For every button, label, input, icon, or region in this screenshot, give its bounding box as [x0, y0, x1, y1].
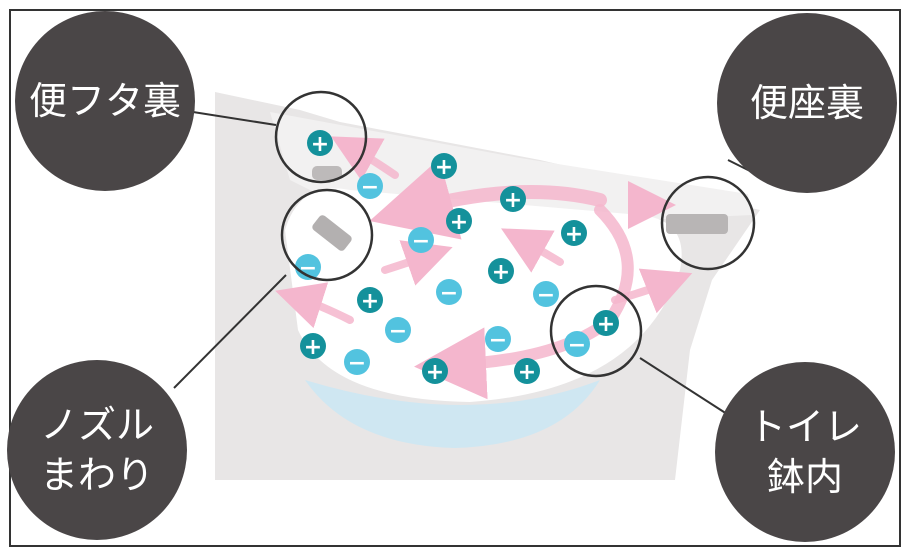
label-bowl-inside: トイレ 鉢内 — [715, 362, 895, 542]
svg-text:+: + — [450, 210, 468, 235]
airflow-arrow-nozzle — [275, 282, 354, 329]
svg-text:−: − — [440, 281, 458, 306]
nozzle — [312, 215, 352, 251]
svg-text:+: + — [304, 335, 322, 360]
plus-ion: + — [422, 358, 448, 385]
svg-text:+: + — [492, 260, 510, 285]
airflow-arrow-mid-right — [501, 228, 564, 273]
svg-text:−: − — [568, 333, 586, 358]
airflow-arrow-mid-left — [381, 240, 453, 286]
svg-text:−: − — [389, 319, 407, 344]
bowl-water — [305, 380, 600, 448]
plus-ion: + — [300, 333, 326, 360]
plus-ion: + — [593, 310, 619, 337]
minus-ion: − — [485, 326, 511, 353]
airflow-arrow-lid — [331, 136, 399, 181]
minus-ion: − — [564, 331, 590, 358]
svg-text:+: + — [565, 222, 583, 247]
svg-text:+: + — [426, 360, 444, 385]
label-text-bowl-line2: 鉢内 — [767, 455, 843, 499]
callout-line-bowl — [639, 357, 728, 415]
minus-ion: − — [436, 279, 462, 306]
svg-text:−: − — [537, 283, 555, 308]
plus-ion: + — [488, 258, 514, 285]
label-text-nozzle-line1: ノズル — [40, 403, 154, 447]
callout-lines — [173, 111, 753, 415]
svg-text:+: + — [504, 188, 522, 213]
seat-pad — [666, 214, 728, 234]
label-text-seat-back: 便座裏 — [750, 81, 864, 125]
label-nozzle-area: ノズル まわり — [7, 360, 187, 540]
focus-ring-lid — [274, 90, 368, 184]
focus-rings — [274, 90, 756, 378]
label-text-lid-back: 便フタ裏 — [29, 79, 181, 123]
svg-text:+: + — [361, 289, 379, 314]
airflow-arrow-bowl-right — [611, 268, 693, 314]
label-lid-back: 便フタ裏 — [15, 11, 195, 191]
svg-text:+: + — [597, 312, 615, 337]
plus-ion: + — [357, 287, 383, 314]
plus-ion: + — [307, 130, 333, 157]
plus-ion: + — [514, 358, 540, 385]
focus-ring-bowl — [549, 284, 643, 378]
plus-ion: + — [446, 208, 472, 235]
svg-text:−: − — [361, 175, 379, 200]
svg-text:−: − — [489, 328, 507, 353]
label-text-bowl-line1: トイレ — [748, 405, 862, 449]
focus-ring-seat — [660, 175, 756, 271]
svg-text:+: + — [518, 360, 536, 385]
label-seat-back: 便座裏 — [717, 13, 897, 193]
svg-text:−: − — [412, 229, 430, 254]
svg-text:+: + — [311, 132, 329, 157]
callout-line-lid — [192, 111, 277, 126]
minus-ion: − — [344, 349, 370, 376]
svg-text:−: − — [348, 351, 366, 376]
svg-text:+: + — [435, 155, 453, 180]
focus-ring-nozzle — [280, 188, 374, 282]
plus-ion: + — [431, 153, 457, 180]
plus-ion: + — [500, 186, 526, 213]
minus-ion: − — [385, 317, 411, 344]
label-text-nozzle-line2: まわり — [40, 453, 154, 497]
callout-line-nozzle — [173, 274, 287, 389]
ion-group: + + + + + + + + + + + − − − − − − − − − — [295, 130, 619, 385]
minus-ion: − — [533, 281, 559, 308]
plus-ion: + — [561, 220, 587, 247]
minus-ion: − — [408, 227, 434, 254]
minus-ion: − — [357, 173, 383, 200]
